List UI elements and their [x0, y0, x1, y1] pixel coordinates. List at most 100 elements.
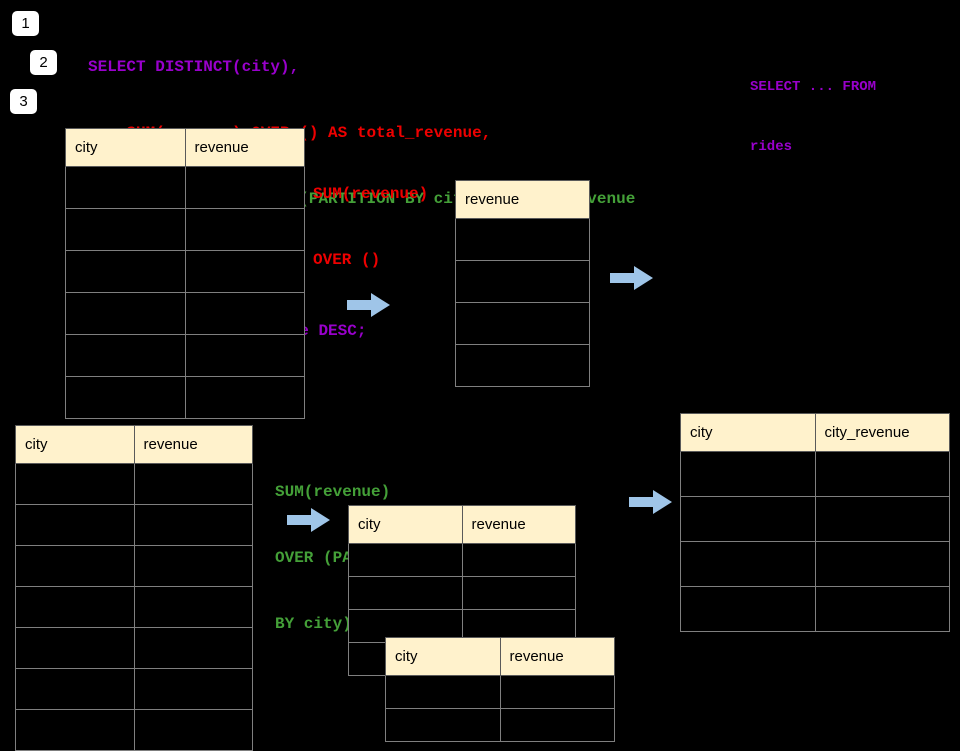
table-cell	[65, 334, 186, 377]
step-badge-3: 3	[10, 89, 37, 114]
table-row	[15, 463, 253, 505]
table-cell	[184, 208, 305, 251]
table-row	[65, 250, 305, 293]
table-cell	[133, 586, 253, 628]
table-row	[455, 302, 590, 345]
table-row	[680, 496, 950, 542]
annotation-line: OVER ()	[313, 251, 381, 269]
from-note-line: rides	[750, 139, 793, 155]
column-header: city	[385, 637, 501, 676]
column-header: city_revenue	[814, 413, 950, 452]
table-row	[348, 576, 576, 610]
table-row	[680, 451, 950, 497]
table-row	[65, 208, 305, 251]
table-header-row: revenue	[455, 180, 590, 219]
table-row	[65, 376, 305, 419]
annotation-line: SUM(revenue)	[275, 483, 391, 501]
table-cell	[680, 496, 816, 542]
table-cell	[15, 709, 135, 751]
table-cell	[184, 334, 305, 377]
arrow-right-icon	[629, 490, 672, 514]
table-cell	[184, 166, 305, 209]
table-row	[15, 627, 253, 669]
column-header: city	[348, 505, 463, 544]
step-badge-2: 2	[30, 50, 57, 75]
table-cell	[184, 292, 305, 335]
from-rides-note: SELECT ... FROM rides	[750, 37, 876, 177]
table-cell	[65, 250, 186, 293]
table-row	[455, 218, 590, 261]
table-cell	[15, 504, 135, 546]
table-cell	[65, 376, 186, 419]
table-row	[65, 292, 305, 335]
table-cell	[15, 586, 135, 628]
table-cell	[133, 545, 253, 587]
table-cell	[133, 627, 253, 669]
table-row	[15, 586, 253, 628]
table-cell	[680, 451, 816, 497]
table-cell	[385, 675, 501, 709]
table-cell	[15, 545, 135, 587]
sql-code-line: SELECT DISTINCT(city),	[88, 58, 300, 76]
table-cell	[184, 376, 305, 419]
table-row	[455, 260, 590, 303]
table-row	[385, 675, 615, 709]
column-header: city	[15, 425, 135, 464]
table-cell	[461, 576, 576, 610]
table-row	[15, 545, 253, 587]
table-cell	[455, 260, 590, 303]
table-cell	[499, 708, 615, 742]
table-cell	[65, 166, 186, 209]
table-cell	[455, 302, 590, 345]
table-cell	[133, 504, 253, 546]
column-header: revenue	[499, 637, 615, 676]
table-cell	[455, 344, 590, 387]
table-cell	[680, 586, 816, 632]
table-row	[65, 334, 305, 377]
table-cell	[65, 292, 186, 335]
table-cell	[461, 543, 576, 577]
table-cell	[814, 496, 950, 542]
arrow-right-icon	[610, 266, 653, 290]
table-row	[15, 668, 253, 710]
table-cell	[133, 668, 253, 710]
table-cell	[184, 250, 305, 293]
table-row	[385, 708, 615, 742]
table-cell	[348, 543, 463, 577]
table-cell	[15, 668, 135, 710]
column-header: revenue	[461, 505, 576, 544]
annotation-line: BY city)	[275, 615, 352, 633]
table-cell	[133, 463, 253, 505]
table-cell	[499, 675, 615, 709]
column-header: city	[680, 413, 816, 452]
slide-canvas: { "palette": { "background": "#000000", …	[10, 11, 950, 751]
total-revenue-annotation: SUM(revenue) OVER ()	[313, 139, 428, 293]
arrow-right-icon	[347, 293, 390, 317]
table-row	[680, 586, 950, 632]
table-cell	[15, 463, 135, 505]
table-cell	[814, 541, 950, 587]
table-row	[15, 709, 253, 751]
arrow-right-icon	[287, 508, 330, 532]
table-cell	[455, 218, 590, 261]
column-header: city	[65, 128, 186, 167]
table-cell	[680, 541, 816, 587]
column-header: revenue	[184, 128, 305, 167]
table-row	[680, 541, 950, 587]
table-cell	[65, 208, 186, 251]
step-badge-1: 1	[12, 11, 39, 36]
table-cell	[814, 586, 950, 632]
table-row	[65, 166, 305, 209]
annotation-line: SUM(revenue)	[313, 185, 429, 203]
from-note-line: SELECT ... FROM	[750, 79, 877, 95]
table-row	[455, 344, 590, 387]
